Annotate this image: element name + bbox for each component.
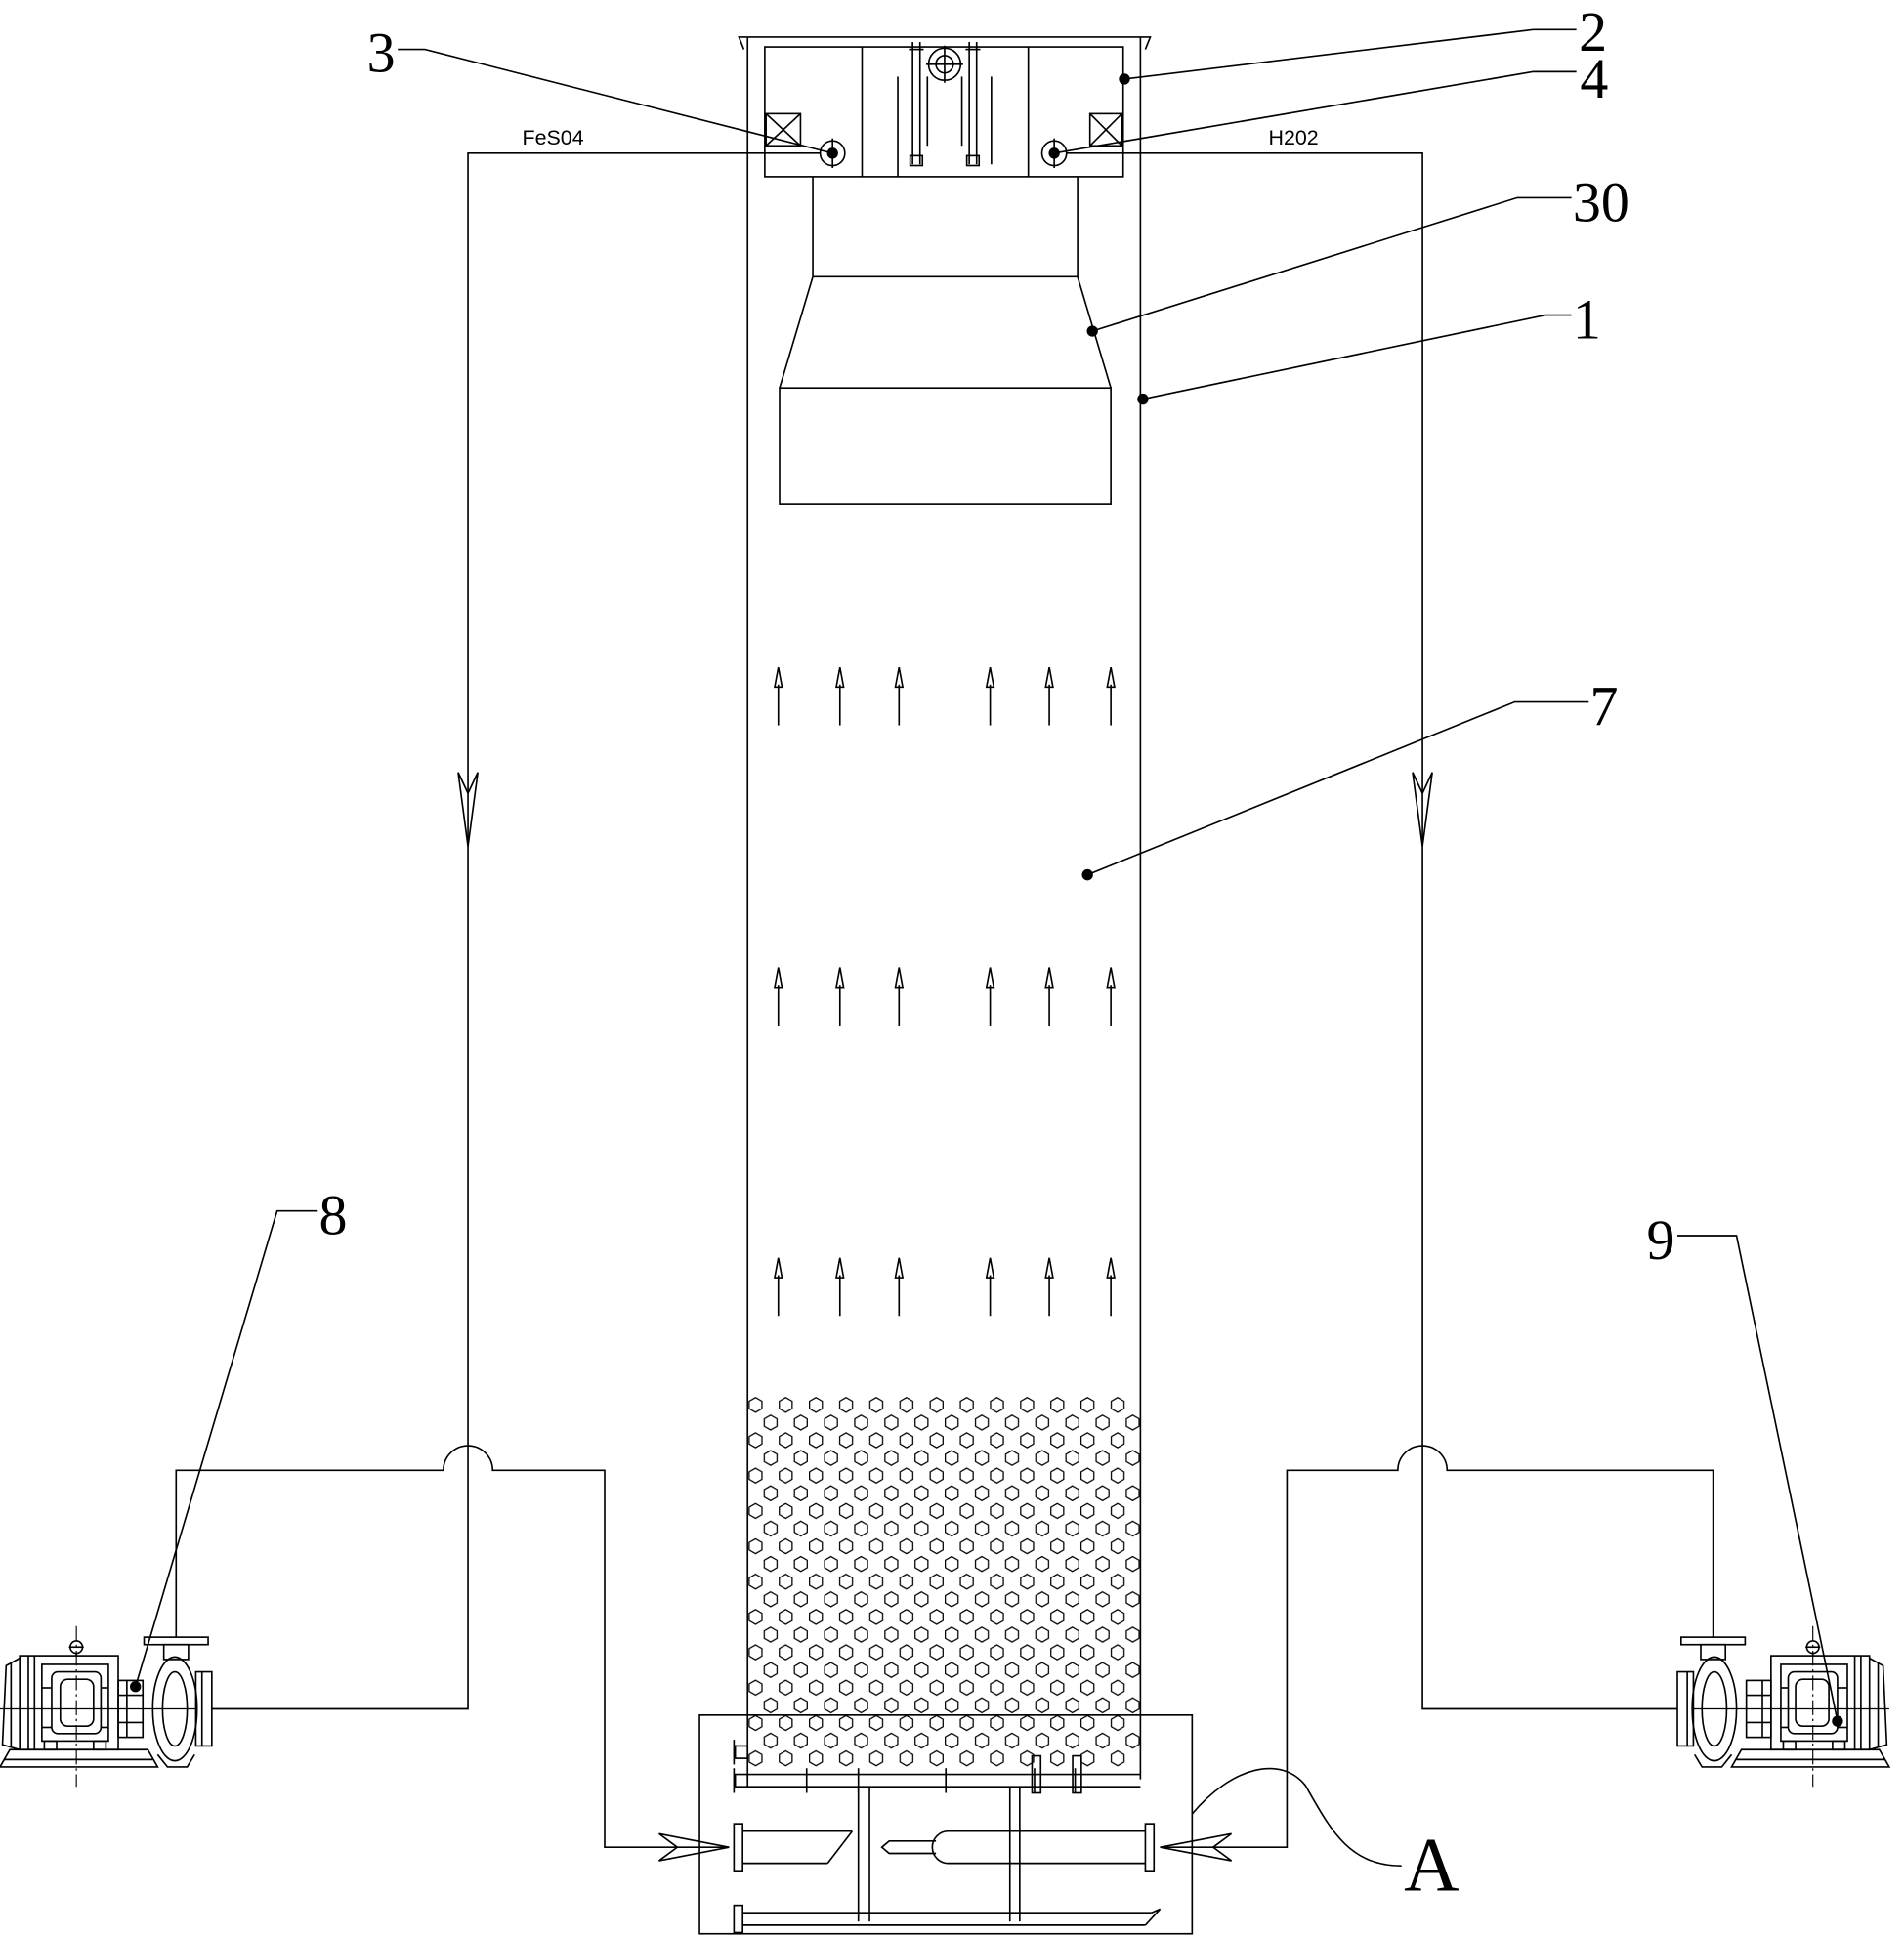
flow-arrow-head [894,967,905,989]
flow-arrow-head [1044,1257,1054,1279]
flow-arrow-head [835,967,845,989]
callout-label: 8 [319,1184,348,1247]
h2o2-feed-line [1066,152,1678,1710]
marker-dot-9 [1832,1715,1843,1727]
leader-line-1 [1142,314,1572,400]
hood-cone-left [779,276,814,389]
callout-label: 4 [1580,47,1608,110]
callout-markers [130,73,1843,1727]
side-nozzle [734,1745,749,1759]
rod-end [909,154,924,167]
marker-dot-3 [826,147,838,159]
right-discharge-line [1160,1445,1714,1849]
marker-dot-2 [1119,73,1130,85]
flow-arrow-head [835,1257,845,1279]
side-nozzle [734,1773,749,1788]
h2o2-feed [1066,152,1678,1710]
leader-line-4 [1053,70,1577,154]
callout-label: A [1404,1822,1459,1907]
leader-line-9 [1677,1235,1839,1722]
right-pump-discharge [1160,1445,1714,1862]
callout-label: 30 [1573,170,1629,233]
right-inlet-pipe [931,1830,1146,1865]
feso4-label: FeS04 [523,126,584,149]
vent-box-left [765,112,802,147]
h2o2-label: H202 [1268,126,1318,149]
callout-label: 2 [1579,0,1607,63]
leader-line-a [1191,1767,1402,1867]
callout-leaders [134,28,1839,1867]
flow-arrow-head [985,967,995,989]
dosing-pump-right [1676,1624,1890,1788]
feso4-feed [211,152,821,1710]
tower-lid [738,36,1152,50]
flow-arrow-head [985,666,995,689]
marker-dot-4 [1048,147,1060,159]
detail-a-frame [698,1714,1194,1935]
left-inlet-pipe-end [826,1830,854,1865]
flow-arrow-head [773,967,783,989]
left-discharge-line [175,1445,730,1849]
flow-arrow-head [894,1257,905,1279]
flow-arrow-head [1106,967,1116,989]
marker-dot-30 [1086,325,1098,337]
drawing-lines [0,28,1890,1935]
callout-label: 7 [1590,674,1619,737]
header-valve [1072,1754,1082,1794]
flow-arrow-head [773,1257,783,1279]
dosing-pump-left [0,1624,213,1788]
left-inlet-arrow [657,1832,730,1862]
vent-box-right-cross [1089,112,1123,147]
leader-line-7 [1086,700,1589,876]
right-inlet-arrow [1160,1832,1233,1862]
bottom-drain-flange [733,1904,744,1934]
feso4-feed-line [211,152,821,1710]
marker-dot-7 [1081,868,1093,881]
mixing-return-bend [880,1840,937,1855]
callout-label: 9 [1647,1208,1675,1272]
top-dosing-box [764,42,1124,178]
header-valve [1031,1754,1042,1794]
callout-label: 1 [1573,288,1601,352]
left-inlet-flange [733,1823,744,1872]
flow-arrow-head [985,1257,995,1279]
feso4-flow-arrow [457,772,479,847]
vent-box-left-cross [765,112,801,147]
flow-arrow-head [1044,967,1054,989]
h2o2-flow-arrow [1412,772,1433,847]
outlet-hood [779,176,1112,505]
marker-dot-1 [1137,393,1149,405]
leader-line-3 [398,48,833,154]
bottom-drain-end [1144,1908,1162,1926]
left-pump-discharge [175,1445,730,1862]
vent-box-right [1088,112,1123,147]
flow-arrow-head [773,666,783,689]
flow-arrow-head [1044,666,1054,689]
flow-arrows [773,666,1116,1317]
callout-label: 3 [367,21,396,84]
rod-end [965,154,981,167]
flow-arrow-head [1106,1257,1116,1279]
right-inlet-flange [1144,1823,1156,1872]
bottom-inlet-assembly [698,1714,1194,1935]
leader-line-8 [134,1209,318,1687]
leader-line-2 [1123,28,1577,80]
flow-arrow-head [1106,666,1116,689]
flow-arrow-head [835,666,845,689]
flow-arrow-head [894,666,905,689]
leader-line-30 [1091,196,1572,332]
marker-dot-8 [130,1681,142,1693]
hood-skirt [779,387,1112,505]
packing-bed [747,1396,1141,1767]
